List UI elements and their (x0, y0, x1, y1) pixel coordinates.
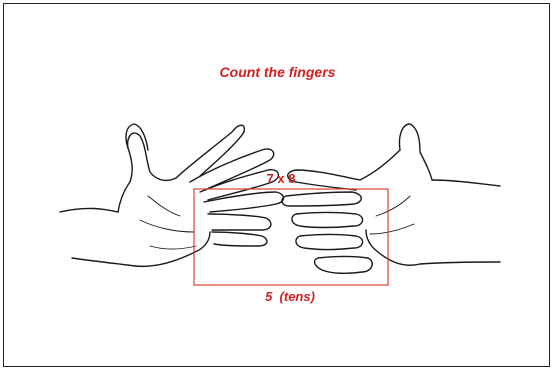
tens-label: 5 (tens) (250, 289, 330, 304)
left-hand-icon (60, 124, 284, 266)
right-hand-icon (282, 124, 500, 273)
multiplication-label: 7 x 8 (256, 171, 306, 186)
